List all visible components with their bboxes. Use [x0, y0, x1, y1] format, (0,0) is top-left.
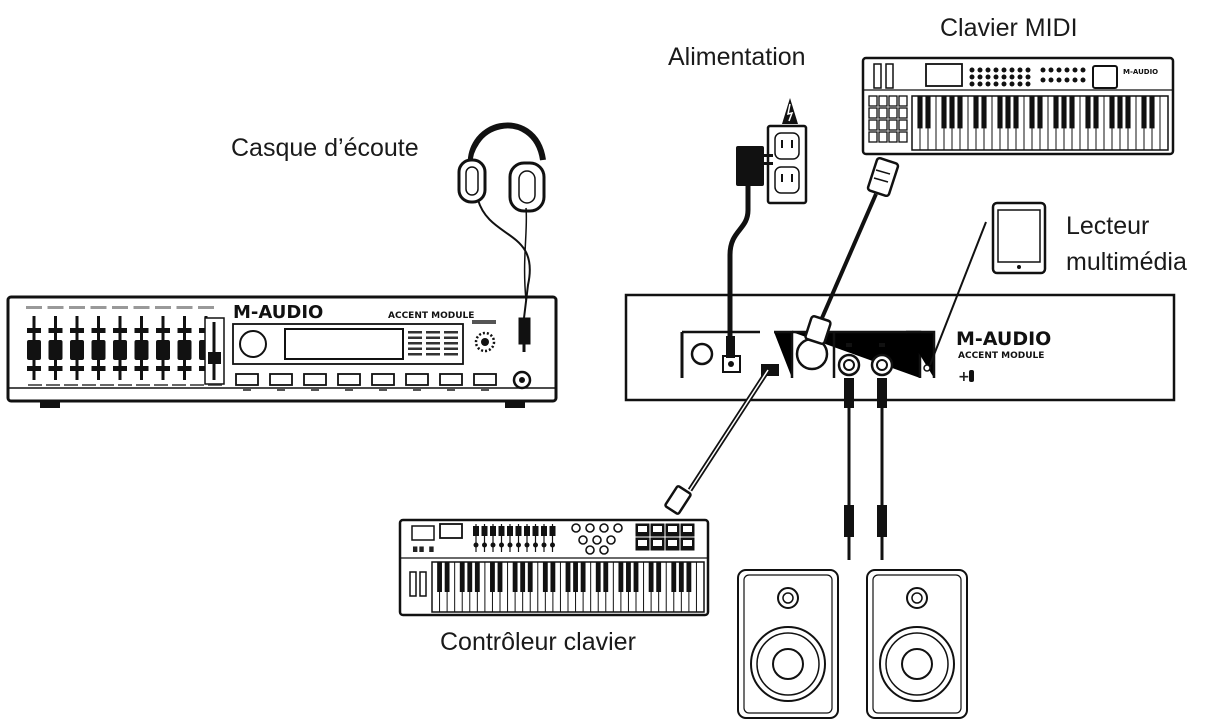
studio-monitors [737, 569, 968, 719]
aux-in-jack [923, 364, 931, 372]
midi-cable [804, 156, 900, 345]
label-headphones: Casque d’écoute [231, 134, 419, 162]
monitor-speaker-2 [866, 569, 968, 719]
display-labels [408, 331, 458, 356]
piano-keys [911, 95, 1169, 151]
module-brand-right: M-AUDIO [956, 328, 1051, 350]
controller-keyboard-device: ∎∎ ∎ [398, 518, 710, 617]
label-midi-keyboard: Clavier MIDI [940, 14, 1078, 42]
controller-pads [635, 523, 695, 551]
tablet-icon [929, 201, 1047, 366]
wall-outlet-icon [766, 98, 808, 205]
headphones-icon [457, 122, 546, 352]
power-adapter-icon [726, 146, 773, 358]
module-brand-left: M-AUDIO [233, 302, 323, 323]
label-power: Alimentation [668, 43, 806, 71]
controller-keys [431, 561, 705, 613]
label-controller-keyboard: Contrôleur clavier [440, 628, 636, 656]
module-model-right: ACCENT MODULE [958, 351, 1044, 361]
drum-pads [868, 95, 908, 143]
power-switch [690, 342, 714, 366]
accent-module-front-panel: M-AUDIO ACCENT MODULE [6, 295, 558, 408]
fader-bank [26, 306, 214, 380]
svg-text:∎∎ ∎: ∎∎ ∎ [412, 544, 435, 555]
module-model-left: ACCENT MODULE [388, 311, 474, 321]
label-media-player: Lecteur multimédia [1066, 212, 1187, 276]
speaker-cables [844, 378, 887, 560]
function-buttons [235, 373, 497, 391]
monitor-speaker-1 [737, 569, 839, 719]
midi-keyboard-brand: M-AUDIO [1123, 68, 1158, 76]
midi-keyboard-device: M-AUDIO [861, 56, 1175, 156]
accent-module-rear-panel: M-AUDIO ACCENT MODULE + [624, 293, 1176, 402]
svg-text:+: + [958, 369, 970, 385]
usb-cable [664, 368, 771, 515]
